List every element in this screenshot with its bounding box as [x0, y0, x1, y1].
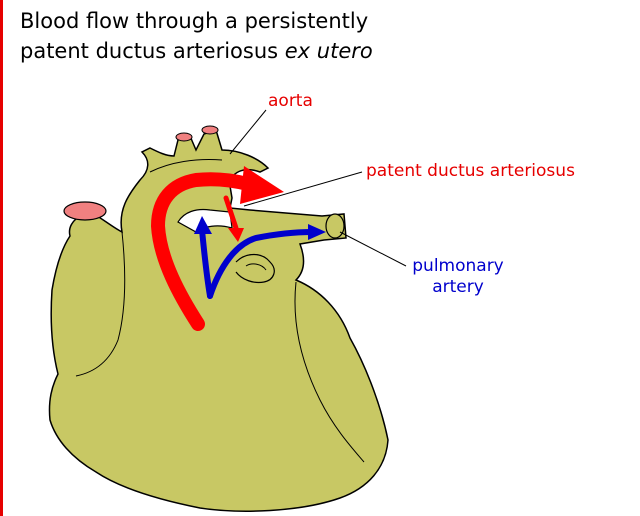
title-line-1: Blood flow through a persistently [20, 9, 369, 33]
heart-body [48, 129, 389, 512]
pulmonary-leader-line [339, 231, 407, 267]
ductus-flow-arrow [223, 195, 239, 231]
aortic-flow-arrow [150, 172, 255, 331]
branch-top-1 [175, 132, 193, 142]
diagram-title: Blood flow through a persistently patent… [20, 6, 373, 66]
aortic-flow-arrowhead [240, 166, 284, 204]
label-pulmonary-artery: pulmonary artery [408, 256, 508, 298]
pulmonary-flow-right [207, 229, 315, 299]
interventricular-groove [294, 281, 365, 463]
label-patent-ductus: patent ductus arteriosus [366, 161, 575, 181]
aortic-arch-outline [149, 159, 223, 173]
ductus-leader-line [243, 171, 363, 207]
vessel-cut-top [63, 201, 107, 221]
pulmonary-flow-left-arrowhead [194, 216, 212, 234]
pulmonary-flow-right-arrowhead [308, 224, 326, 240]
branch-top-2 [201, 125, 219, 135]
title-line-2-text: patent ductus arteriosus [20, 39, 285, 63]
title-line-2: patent ductus arteriosus ex utero [20, 36, 373, 66]
label-pulmonary-line-2: artery [432, 277, 484, 297]
aorta-leader-line [229, 109, 267, 155]
auricle-outline [235, 253, 275, 284]
pulmonary-artery-opening [325, 213, 345, 239]
label-aorta: aorta [268, 91, 313, 111]
title-ex-utero: ex utero [284, 39, 373, 63]
left-border [0, 0, 3, 516]
right-atrium-outline [75, 231, 126, 377]
label-pulmonary-line-1: pulmonary [412, 256, 504, 276]
pulmonary-flow-left [199, 227, 213, 299]
auricle-fold [245, 263, 267, 271]
ductus-flow-arrowhead [228, 228, 244, 242]
